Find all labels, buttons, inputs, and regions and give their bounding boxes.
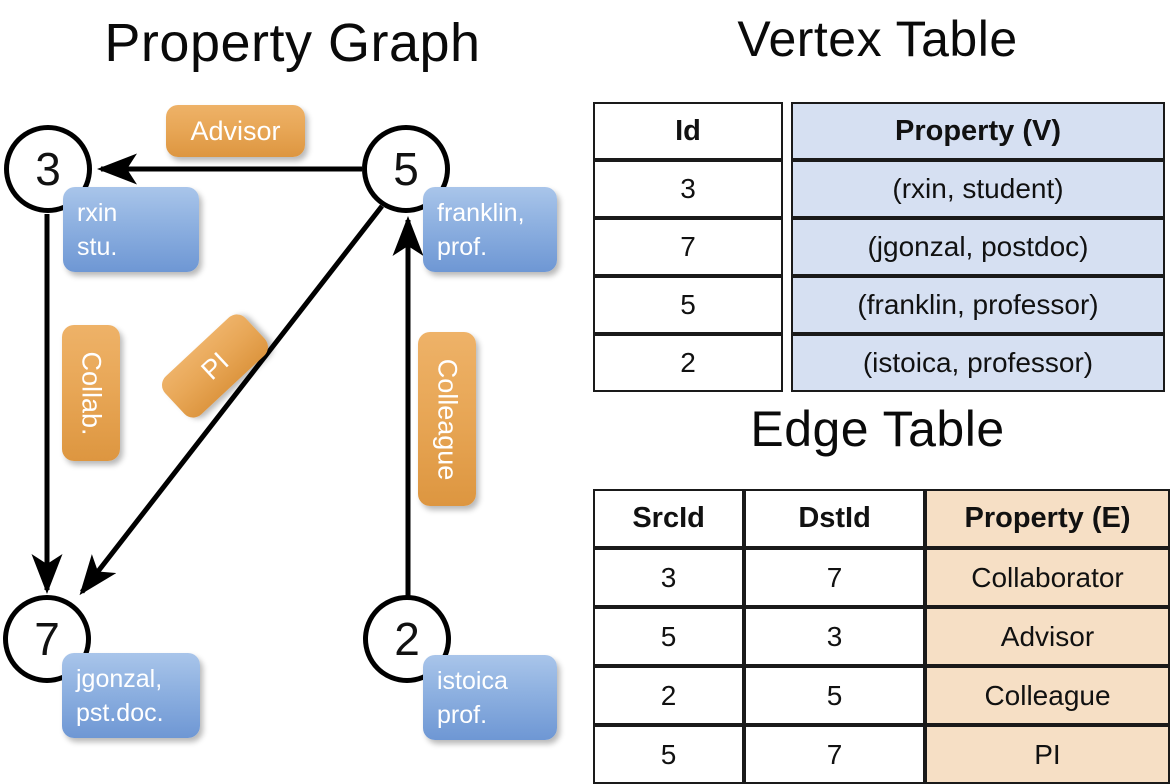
page-title-edge-table: Edge Table: [750, 401, 1005, 457]
property-line: rxin: [77, 198, 118, 227]
edge-table: SrcId DstId Property (E) 3 7 Collaborato…: [593, 489, 1170, 784]
edge-cell-property: PI: [924, 725, 1170, 784]
edge-label-text: Advisor: [190, 115, 281, 146]
table-row[interactable]: 5 3 Advisor: [593, 607, 1170, 666]
edge-cell-srcid: 2: [593, 666, 745, 725]
property-line: istoica: [437, 666, 508, 695]
graph-edge-label-colleague[interactable]: Colleague: [418, 332, 476, 506]
graph-edge-label-collab[interactable]: Collab.: [62, 325, 120, 461]
table-row[interactable]: 3 (rxin, student): [593, 160, 1165, 218]
edge-cell-srcid: 3: [593, 548, 745, 607]
edge-cell-property: Collaborator: [924, 548, 1170, 607]
edge-label-text: Collab.: [76, 350, 107, 436]
table-row[interactable]: 2 5 Colleague: [593, 666, 1170, 725]
property-line: prof.: [437, 700, 488, 729]
vertex-table: Id Property (V) 3 (rxin, student) 7 (jgo…: [593, 102, 1165, 392]
graph-node-5[interactable]: 5: [362, 125, 450, 213]
vertex-cell-id: 7: [593, 218, 783, 276]
table-row[interactable]: 5 (franklin, professor): [593, 276, 1165, 334]
edge-cell-property: Colleague: [924, 666, 1170, 725]
graph-node-property-box-franklin[interactable]: franklin, prof.: [423, 187, 557, 272]
column-gap: [783, 334, 791, 392]
edge-arrow-5-to-7: [79, 204, 384, 596]
edge-table-header-srcid: SrcId: [593, 489, 745, 548]
vertex-table-header-property: Property (V): [791, 102, 1165, 160]
edge-cell-srcid: 5: [593, 607, 745, 666]
property-line: stu.: [77, 232, 118, 261]
edge-cell-dstid: 7: [744, 725, 925, 784]
edge-cell-property: Advisor: [924, 607, 1170, 666]
column-gap: [783, 102, 791, 160]
property-line: pst.doc.: [76, 698, 164, 727]
graph-node-2[interactable]: 2: [363, 595, 451, 683]
edge-cell-dstid: 5: [744, 666, 925, 725]
vertex-cell-property: (istoica, professor): [791, 334, 1165, 392]
vertex-cell-id: 3: [593, 160, 783, 218]
graph-node-property-box-istoica[interactable]: istoica prof.: [423, 655, 557, 740]
edge-cell-srcid: 5: [593, 725, 745, 784]
property-line: franklin,: [437, 198, 525, 227]
vertex-cell-id: 5: [593, 276, 783, 334]
column-gap: [783, 276, 791, 334]
column-gap: [783, 218, 791, 276]
table-row[interactable]: 7 (jgonzal, postdoc): [593, 218, 1165, 276]
page-title-vertex-table: Vertex Table: [737, 11, 1018, 67]
page-title-property-graph: Property Graph: [104, 13, 481, 73]
edge-table-header-dstid: DstId: [744, 489, 925, 548]
column-gap: [783, 160, 791, 218]
table-row[interactable]: 2 (istoica, professor): [593, 334, 1165, 392]
vertex-cell-property: (franklin, professor): [791, 276, 1165, 334]
edge-label-text: Colleague: [432, 358, 463, 480]
property-line: prof.: [437, 232, 488, 261]
table-header-row: SrcId DstId Property (E): [593, 489, 1170, 548]
vertex-table-header-id: Id: [593, 102, 783, 160]
property-graph-diagram: 3 5 7 2 rxin stu. franklin, prof. jgonza…: [0, 0, 585, 760]
table-row[interactable]: 3 7 Collaborator: [593, 548, 1170, 607]
graph-node-property-box-jgonzal[interactable]: jgonzal, pst.doc.: [62, 653, 200, 738]
table-row[interactable]: 5 7 PI: [593, 725, 1170, 784]
graph-node-property-box-rxin[interactable]: rxin stu.: [63, 187, 199, 272]
vertex-cell-property: (rxin, student): [791, 160, 1165, 218]
table-header-row: Id Property (V): [593, 102, 1165, 160]
edge-table-header-property: Property (E): [924, 489, 1170, 548]
edge-cell-dstid: 3: [744, 607, 925, 666]
vertex-cell-id: 2: [593, 334, 783, 392]
graph-edge-label-advisor[interactable]: Advisor: [166, 105, 305, 157]
edge-label-text: PI: [195, 345, 235, 386]
edge-cell-dstid: 7: [744, 548, 925, 607]
vertex-cell-property: (jgonzal, postdoc): [791, 218, 1165, 276]
graph-edge-arrows: [31, 153, 424, 596]
property-line: jgonzal,: [76, 664, 163, 693]
